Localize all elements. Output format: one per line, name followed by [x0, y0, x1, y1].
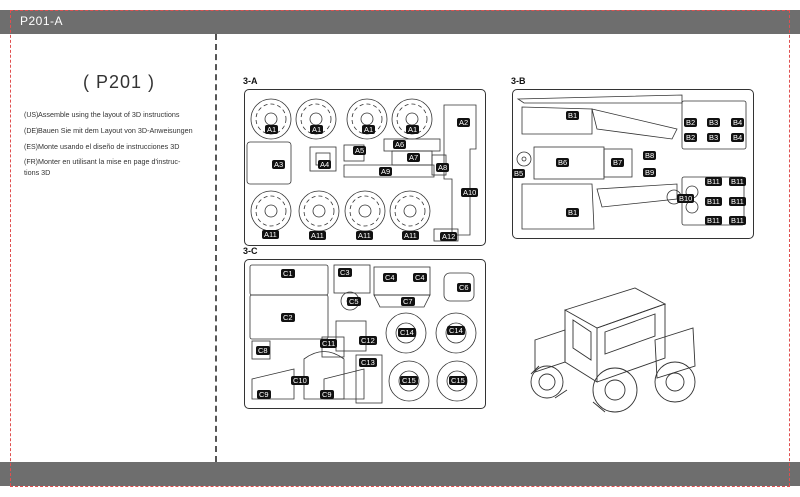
- gear-a11: [344, 190, 386, 232]
- part-label: C10: [291, 376, 309, 385]
- part-label: C11: [320, 339, 338, 348]
- part-label: C3: [338, 268, 352, 277]
- part-label: A8: [436, 163, 450, 172]
- header-bar: P201-A: [0, 10, 800, 34]
- section-label-3b: 3-B: [511, 76, 526, 86]
- part-label: A2: [457, 118, 471, 127]
- instruction-text: Monter en utilisant la mise en page d'in…: [24, 157, 181, 177]
- part-label: A10: [461, 188, 479, 197]
- part-label: A1: [362, 125, 376, 134]
- part-label: B9: [643, 168, 657, 177]
- part-label: C13: [359, 358, 377, 367]
- part-label: A11: [262, 230, 279, 239]
- part-label: A1: [265, 125, 279, 134]
- part-label: C14: [447, 326, 465, 335]
- part-label: C1: [281, 269, 295, 278]
- page-code: P201-A: [20, 14, 64, 28]
- trim-line-top: [10, 10, 790, 11]
- part-label: A1: [406, 125, 420, 134]
- part-label: B11: [729, 197, 746, 206]
- gear-a11: [250, 190, 292, 232]
- part-label: B11: [705, 197, 722, 206]
- part-label: B11: [729, 216, 746, 225]
- part-label: A11: [309, 231, 326, 240]
- trim-line-left: [10, 10, 11, 486]
- section-label-3a: 3-A: [243, 76, 258, 86]
- part-label: B7: [611, 158, 625, 167]
- part-label: C6: [457, 283, 471, 292]
- part-label: A7: [407, 153, 421, 162]
- lang-code: (DE): [24, 128, 39, 135]
- part-label: C2: [281, 313, 295, 322]
- gear-a1: [346, 98, 388, 140]
- sheet-3a-drawing: [246, 98, 477, 242]
- part-label: A3: [272, 160, 286, 169]
- part-label: C15: [400, 376, 418, 385]
- instruction-de: (DE)Bauen Sie mit dem Layout von 3D-Anwe…: [24, 126, 210, 137]
- instruction-text: Monte usando el diseño de instrucciones …: [38, 142, 180, 151]
- part-label: B2: [684, 133, 698, 142]
- part-label: B3: [707, 133, 721, 142]
- instruction-es: (ES)Monte usando el diseño de instruccio…: [24, 142, 210, 153]
- part-label: A4: [318, 160, 332, 169]
- part-label: C4: [413, 273, 427, 282]
- part-label: B10: [677, 194, 695, 203]
- part-label: C8: [256, 346, 270, 355]
- instruction-us: (US)Assemble using the layout of 3D inst…: [24, 110, 210, 121]
- part-label: B5: [512, 169, 526, 178]
- footer-bar: [0, 462, 800, 486]
- part-label: B11: [705, 177, 722, 186]
- part-label: C15: [449, 376, 467, 385]
- part-label: B2: [684, 118, 698, 127]
- lang-code: (US): [24, 112, 39, 119]
- part-label: C7: [401, 297, 415, 306]
- gear-a1: [250, 98, 292, 140]
- gear-a11: [298, 190, 340, 232]
- sheet-3b-drawing: [516, 94, 747, 230]
- fold-divider: [215, 34, 217, 462]
- tractor-3d-illustration: [530, 287, 696, 413]
- part-label: A11: [356, 231, 373, 240]
- part-label: C5: [347, 297, 361, 306]
- part-label: C12: [359, 336, 377, 345]
- gear-a1: [295, 98, 337, 140]
- part-label: C4: [383, 273, 397, 282]
- part-label: B8: [643, 151, 657, 160]
- lang-code: (ES): [24, 144, 38, 151]
- instruction-text: Assemble using the layout of 3D instruct…: [38, 110, 180, 119]
- part-label: B1: [566, 208, 580, 217]
- gear-a11: [389, 190, 431, 232]
- trim-line-right: [789, 10, 790, 486]
- part-label: B11: [705, 216, 722, 225]
- part-label: C9: [320, 390, 334, 399]
- part-sheet-3b: [512, 89, 754, 239]
- part-label: B4: [731, 118, 745, 127]
- instruction-fr: (FR)Monter en utilisant la mise en page …: [24, 157, 194, 178]
- part-label: A9: [379, 167, 393, 176]
- part-label: A12: [440, 232, 458, 241]
- trim-line-bottom: [10, 486, 790, 487]
- model-title: ( P201 ): [83, 72, 156, 92]
- part-label: B1: [566, 111, 580, 120]
- part-label: A11: [402, 231, 419, 240]
- section-label-3c: 3-C: [243, 246, 258, 256]
- part-label: B6: [556, 158, 570, 167]
- part-label: A6: [393, 140, 407, 149]
- part-label: A5: [353, 146, 367, 155]
- part-label: C14: [398, 328, 416, 337]
- part-label: C9: [257, 390, 271, 399]
- part-label: A1: [310, 125, 324, 134]
- part-label: B11: [729, 177, 746, 186]
- instruction-text: Bauen Sie mit dem Layout von 3D-Anweisun…: [38, 126, 193, 135]
- part-label: B4: [731, 133, 745, 142]
- part-label: B3: [707, 118, 721, 127]
- lang-code: (FR): [24, 159, 38, 166]
